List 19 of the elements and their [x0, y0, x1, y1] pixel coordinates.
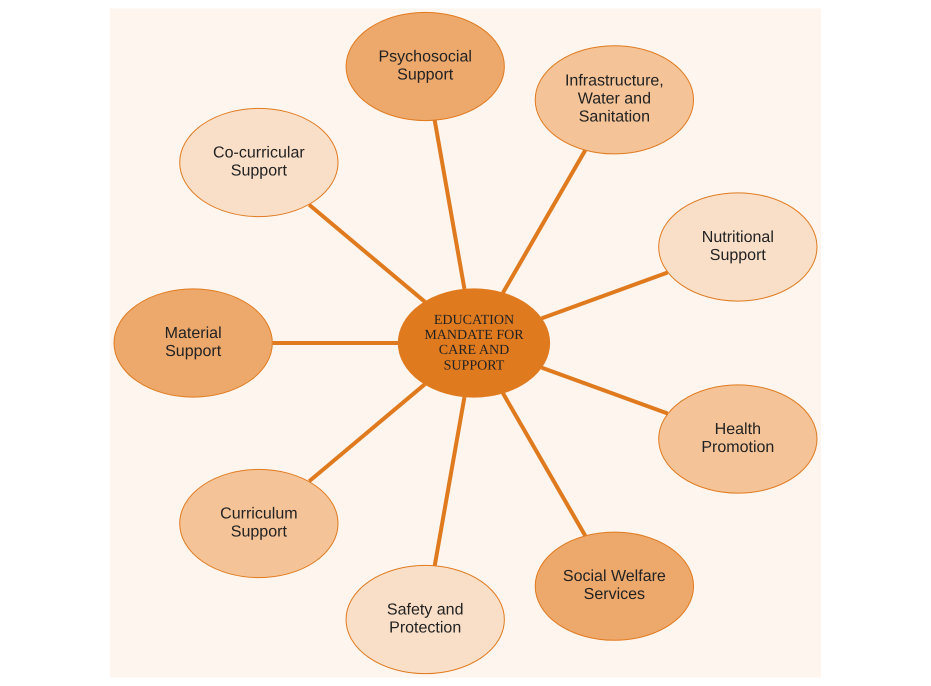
connector — [501, 149, 587, 294]
node-ellipse: Psychosocial Support — [346, 12, 505, 122]
node-ellipse: EDUCATION MANDATE FOR CARE AND SUPPORT — [398, 288, 550, 398]
node-ellipse: Nutritional Support — [658, 192, 818, 302]
node-ellipse: Health Promotion — [658, 384, 818, 494]
node-ellipse: Social Welfare Services — [534, 532, 694, 641]
node-ellipse: Infrastructure, Water and Sanitation — [534, 45, 694, 154]
connector — [272, 341, 398, 345]
connector — [432, 120, 466, 290]
connector — [432, 396, 466, 566]
node-ellipse: Material Support — [114, 288, 273, 398]
node-ellipse: Safety and Protection — [346, 564, 505, 674]
connector — [308, 203, 426, 304]
node-ellipse: Curriculum Support — [179, 468, 339, 578]
connector — [501, 392, 587, 537]
node-ellipse: Co-curricular Support — [179, 108, 339, 218]
connector — [308, 382, 426, 483]
connector — [540, 366, 668, 416]
connector — [540, 270, 668, 320]
